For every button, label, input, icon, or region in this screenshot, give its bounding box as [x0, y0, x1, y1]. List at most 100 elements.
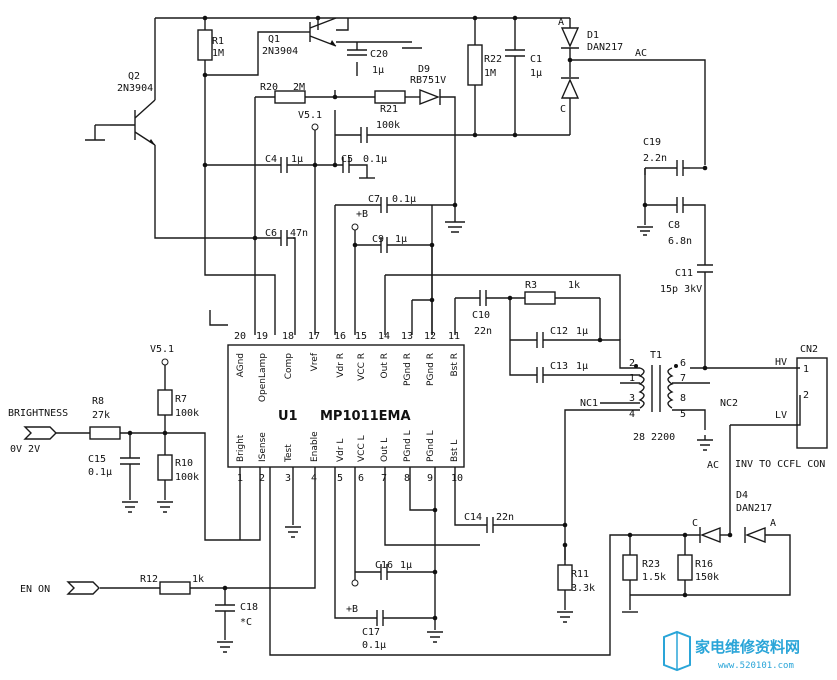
transistor-q2: [94, 99, 156, 146]
top-pin-number: 19: [256, 331, 268, 342]
bottom-pin-label: ISense: [258, 432, 268, 462]
d4-cathode: C: [692, 518, 698, 529]
c9-label: C9: [372, 234, 384, 245]
top-wiring: [154, 17, 800, 376]
t1-pin1: 1: [629, 373, 635, 384]
brightness-input-arrow: [23, 426, 57, 440]
bottom-pin-label: Bright: [236, 434, 246, 462]
nc1-label: NC1: [580, 398, 598, 409]
diode-d4: [699, 526, 766, 544]
bottom-pin-number: 7: [381, 473, 387, 484]
r23-value: 1.5k: [642, 572, 666, 583]
c15-value: 0.1μ: [88, 467, 112, 478]
t1-pin2: 2: [629, 358, 635, 369]
diode-d9: [419, 88, 441, 106]
watermark-title: 家电维修资料网: [695, 638, 800, 656]
c11-label: C11: [675, 268, 693, 279]
r8-body: [89, 426, 121, 440]
c20-value: 1μ: [372, 65, 384, 76]
c10-value: 22n: [474, 326, 492, 337]
r1-body: [197, 29, 213, 61]
plusb-label-top: +B: [356, 209, 368, 220]
c16-label: C16: [375, 560, 393, 571]
d1-cathode: C: [560, 104, 566, 115]
r12-value: 1k: [192, 574, 204, 585]
r7-label: R7: [175, 394, 187, 405]
top-pin-number: 12: [424, 331, 436, 342]
r23-label: R23: [642, 559, 660, 570]
d4-label: D4: [736, 490, 748, 501]
t1-value: 28 2200: [633, 432, 675, 443]
c6-label: C6: [265, 228, 277, 239]
c7-value: 0.1μ: [392, 194, 416, 205]
chip-ref: U1: [278, 409, 298, 424]
c13-label: C13: [550, 361, 568, 372]
r11-value: 3.3k: [571, 583, 595, 594]
t1-pin8: 8: [680, 393, 686, 404]
cn2-pin1: 1: [803, 364, 809, 375]
ac-label-top: AC: [635, 48, 647, 59]
q2-value: 2N3904: [117, 83, 153, 94]
top-pin-label: Bst R: [450, 353, 460, 377]
top-pin-label: PGnd R: [426, 353, 436, 386]
c5-label: C5: [341, 154, 353, 165]
top-pin-label: Vdr R: [336, 353, 346, 378]
top-pin-label: PGnd R: [403, 353, 413, 386]
bottom-pin-label: Out L: [380, 438, 390, 462]
cn2-pin2: 2: [803, 390, 809, 401]
bottom-pin-label: Test: [284, 444, 294, 463]
r3-value: 1k: [568, 280, 580, 291]
nc2-label: NC2: [720, 398, 738, 409]
r16-value: 150k: [695, 572, 719, 583]
q2-label: Q2: [128, 71, 140, 82]
en-on-label: EN ON: [20, 584, 50, 595]
c19-value: 2.2n: [643, 153, 667, 164]
plusb-tap-bottom: [351, 579, 359, 587]
top-pin-number: 14: [378, 331, 390, 342]
transistor-q1: [300, 17, 337, 47]
top-pin-number: 18: [282, 331, 294, 342]
bottom-pin-number: 4: [311, 473, 317, 484]
r20-body: [274, 90, 306, 104]
v51-label-bottom: V5.1: [150, 344, 174, 355]
en-on-input-arrow: [66, 581, 100, 595]
bottom-pin-number: 5: [337, 473, 343, 484]
r3-body: [524, 291, 556, 305]
r10-value: 100k: [175, 472, 199, 483]
r10-label: R10: [175, 458, 193, 469]
top-pin-label: OpenLamp: [258, 353, 268, 402]
c17-value: 0.1μ: [362, 640, 386, 651]
d9-label: D9: [418, 64, 430, 75]
r21-value: 100k: [376, 120, 400, 131]
top-pin-label: AGnd: [236, 353, 246, 377]
top-pin-label: Vref: [310, 352, 320, 371]
lv-label: LV: [775, 410, 787, 421]
v51-tap-bottom: [161, 358, 169, 366]
r21-label: R21: [380, 104, 398, 115]
bottom-pin-number: 2: [259, 473, 265, 484]
d1-label: D1: [587, 30, 599, 41]
r1-value: 1M: [212, 48, 224, 59]
q1-label: Q1: [268, 34, 280, 45]
v51-label-top: V5.1: [298, 110, 322, 121]
c10-label: C10: [472, 310, 490, 321]
r7-value: 100k: [175, 408, 199, 419]
hv-label: HV: [775, 357, 787, 368]
r7-body: [157, 389, 173, 416]
bottom-pin-label: PGnd L: [403, 430, 413, 462]
top-pin-number: 16: [334, 331, 346, 342]
d4-value: DAN217: [736, 503, 772, 514]
c17-label: C17: [362, 627, 380, 638]
r1-label: R1: [212, 36, 224, 47]
d1-value: DAN217: [587, 42, 623, 53]
r20-value: 2M: [293, 82, 305, 93]
bottom-pin-label: PGnd L: [426, 430, 436, 462]
cn2-connector: [796, 357, 828, 449]
c4-value: 1μ: [291, 154, 303, 165]
c16-value: 1μ: [400, 560, 412, 571]
c19-label: C19: [643, 137, 661, 148]
capacitors: [120, 49, 713, 626]
grounds: [85, 47, 713, 653]
bottom-pin-label: Bst L: [450, 440, 460, 462]
